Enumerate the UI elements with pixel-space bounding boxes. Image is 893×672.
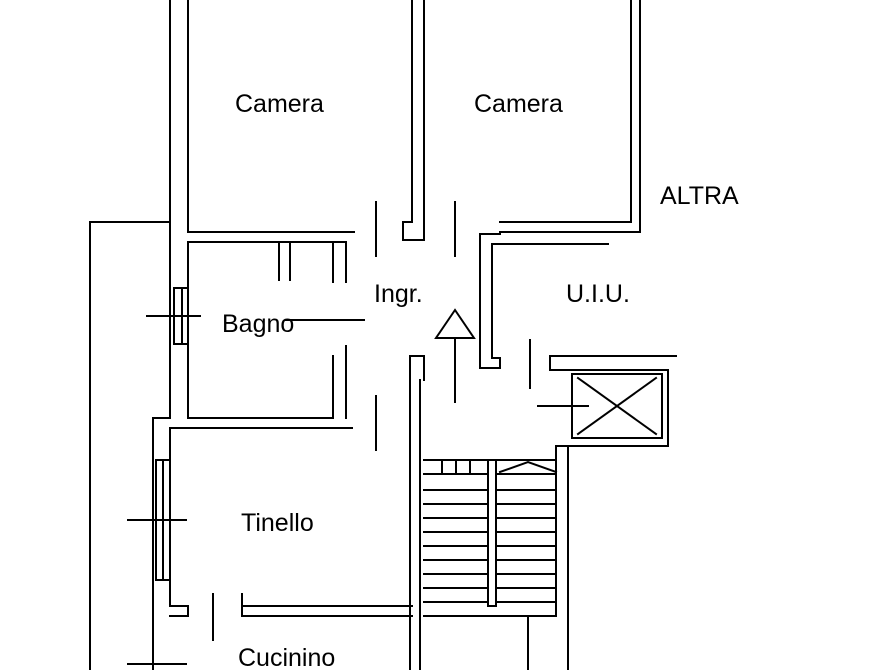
wall-west: [90, 222, 188, 670]
window-icon: [128, 288, 200, 664]
room-label-tinello: Tinello: [241, 509, 314, 537]
neighbour-label-line1: ALTRA: [660, 182, 739, 210]
wall-corridor: [410, 356, 424, 670]
wall-camera-left: [170, 0, 424, 240]
wall-tinello: [242, 594, 412, 616]
room-label-cucinino: Cucinino: [238, 644, 336, 672]
room-label-bagno: Bagno: [222, 310, 295, 338]
elevator-cross-icon: [538, 356, 676, 670]
entrance-arrow-icon: [436, 310, 474, 402]
room-label-ingresso: Ingr.: [374, 280, 423, 308]
staircase-icon: [424, 460, 556, 670]
room-label-camera-left: Camera: [235, 90, 324, 118]
neighbour-label-line2: U.I.U.: [566, 280, 630, 308]
wall-camera-right: [480, 0, 640, 368]
room-label-camera-right: Camera: [474, 90, 563, 118]
